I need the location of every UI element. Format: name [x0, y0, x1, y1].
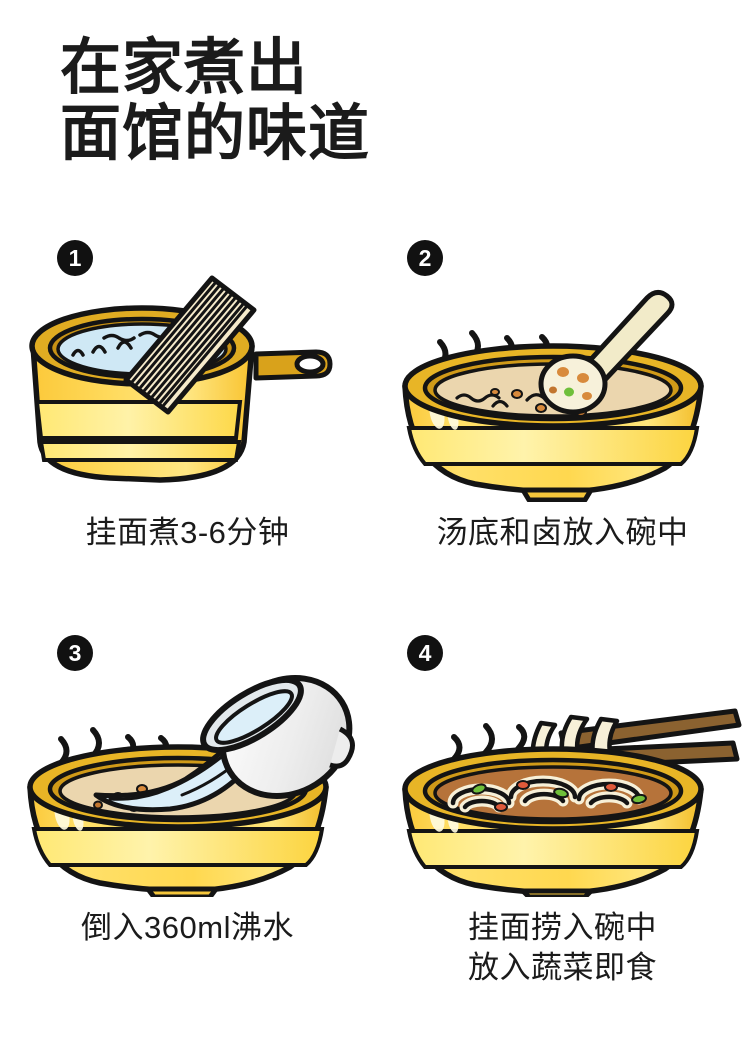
spoon-bowl	[538, 353, 608, 415]
illustration-bowl-with-noodles-and-chopsticks	[402, 708, 742, 897]
pot-light-band	[34, 400, 243, 440]
caption-line: 放入蔬菜即食	[468, 950, 657, 985]
step-caption-4: 挂面捞入碗中 放入蔬菜即食	[375, 908, 750, 988]
bowl-light-band	[406, 426, 700, 466]
bowl-light-band	[31, 827, 325, 867]
steps-grid: 1	[0, 228, 750, 1018]
step-3: 3	[0, 623, 375, 1018]
dried-noodle-bundle	[123, 275, 257, 415]
water-stream	[93, 718, 261, 813]
step-number-badge-4: 4	[407, 635, 443, 671]
pouring-cup	[200, 675, 355, 799]
step-caption-1: 挂面煮3-6分钟	[0, 513, 375, 553]
illustration-bowl-with-pouring-water	[27, 675, 355, 897]
illustration-pot-with-dried-noodles	[29, 275, 333, 483]
spoon-handle	[580, 290, 675, 387]
bowl-foot	[145, 886, 219, 897]
step-number-badge-3: 3	[57, 635, 93, 671]
step-caption-2: 汤底和卤放入碗中	[375, 513, 750, 553]
step-number-badge-2: 2	[407, 240, 443, 276]
pot-handle-hole	[294, 353, 326, 375]
caption-line: 倒入360ml沸水	[81, 910, 294, 945]
water-ripples	[71, 330, 172, 357]
seasoning-spoon	[538, 290, 675, 415]
vegetable-bits	[471, 780, 647, 812]
step-4: 4	[375, 623, 750, 1018]
step-1: 1	[0, 228, 375, 623]
cup-inner-water	[214, 689, 294, 745]
title-line-1: 在家煮出	[60, 33, 309, 101]
step-2: 2	[375, 228, 750, 623]
bowl-light-band	[406, 829, 700, 869]
step-caption-3: 倒入360ml沸水	[0, 908, 375, 948]
caption-line: 挂面煮3-6分钟	[85, 515, 290, 550]
bowl-foot	[520, 487, 594, 502]
cup-handle	[329, 726, 355, 769]
pot-light-band-2	[38, 440, 242, 462]
spoon-seasoning	[549, 367, 592, 400]
caption-line: 汤底和卤放入碗中	[436, 515, 689, 550]
bowl-foot	[520, 888, 594, 897]
step-number-badge-1: 1	[57, 240, 93, 276]
caption-line: 挂面捞入碗中	[468, 910, 657, 945]
title-line-2: 面馆的味道	[60, 99, 371, 167]
illustration-bowl-with-soup-base-and-spoon	[402, 290, 704, 502]
page-title: 在家煮出 面馆的味道	[60, 34, 700, 166]
